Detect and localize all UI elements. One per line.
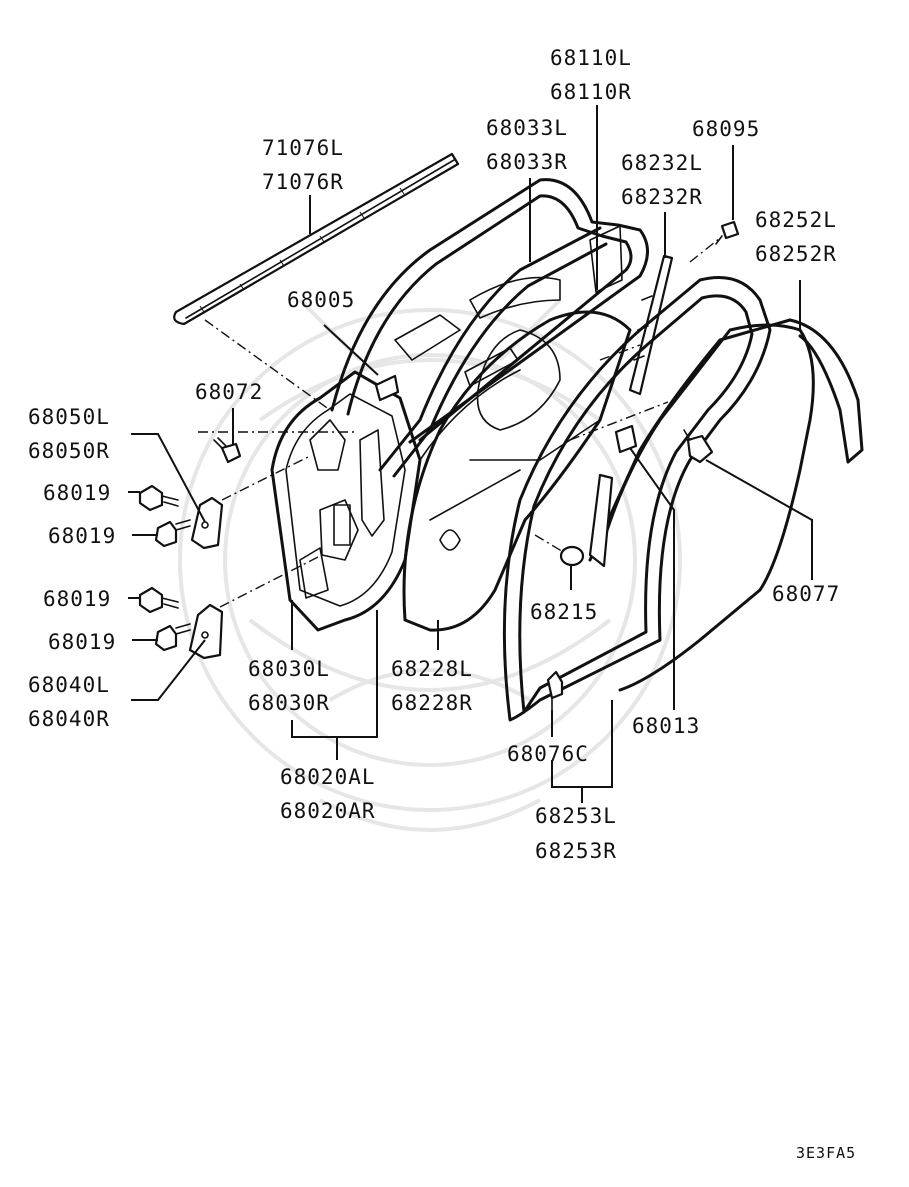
clip-68077-part <box>683 429 714 464</box>
label-68252-l: 68252L <box>755 208 837 232</box>
label-68110-r: 68110R <box>550 80 632 104</box>
label-68077: 68077 <box>772 582 840 606</box>
part-labels: 71076L 71076R 68110L 68110R 68033L 68033… <box>28 46 840 863</box>
label-68030-r: 68030R <box>248 691 330 715</box>
door-panel-part <box>270 370 422 632</box>
clip-68013-part <box>614 424 638 454</box>
label-68215: 68215 <box>530 600 598 624</box>
bolt-part-3 <box>138 586 179 614</box>
label-68005: 68005 <box>287 288 355 312</box>
label-68050-l: 68050L <box>28 405 110 429</box>
label-68033-r: 68033R <box>486 150 568 174</box>
label-68253-l: 68253L <box>535 804 617 828</box>
label-68019-3: 68019 <box>43 587 111 611</box>
label-68110-l: 68110L <box>550 46 632 70</box>
screw-68095-part <box>715 220 740 245</box>
label-68076c: 68076C <box>507 742 589 766</box>
label-68040-r: 68040R <box>28 707 110 731</box>
label-68228-l: 68228L <box>391 657 473 681</box>
diagram-code: 3E3FA5 <box>796 1144 856 1162</box>
channel-part <box>628 254 674 396</box>
label-68020-ar: 68020AR <box>280 799 376 823</box>
bolt-part-1 <box>138 484 179 512</box>
belt-molding-part <box>173 152 460 326</box>
label-68232-l: 68232L <box>621 151 703 175</box>
door-frame-part <box>330 178 649 478</box>
door-weatherstrip-part <box>502 276 772 722</box>
label-68013: 68013 <box>632 714 700 738</box>
label-68033-l: 68033L <box>486 116 568 140</box>
label-68228-r: 68228R <box>391 691 473 715</box>
label-68019-2: 68019 <box>48 524 116 548</box>
label-68020-al: 68020AL <box>280 765 376 789</box>
plug-68215-part <box>559 545 585 567</box>
label-68232-r: 68232R <box>621 185 703 209</box>
assembly-lines <box>198 237 721 608</box>
label-68040-l: 68040L <box>28 673 110 697</box>
hinge-lower-part <box>188 603 224 660</box>
sealing-screen-part <box>402 310 632 632</box>
screw-68072-part <box>213 437 242 464</box>
label-71076-r: 71076R <box>262 170 344 194</box>
opening-weatherstrip-part <box>588 318 864 692</box>
label-68253-r: 68253R <box>535 839 617 863</box>
label-68019-4: 68019 <box>48 630 116 654</box>
label-68095: 68095 <box>692 117 760 141</box>
label-68072: 68072 <box>195 380 263 404</box>
label-68050-r: 68050R <box>28 439 110 463</box>
bolt-part-4 <box>154 623 191 652</box>
label-68252-r: 68252R <box>755 242 837 266</box>
label-68019-1: 68019 <box>43 481 111 505</box>
label-68030-l: 68030L <box>248 657 330 681</box>
label-71076-l: 71076L <box>262 136 344 160</box>
bolt-part-2 <box>154 519 191 548</box>
clip-68076c-part <box>546 670 564 711</box>
leader-lines <box>128 105 813 803</box>
